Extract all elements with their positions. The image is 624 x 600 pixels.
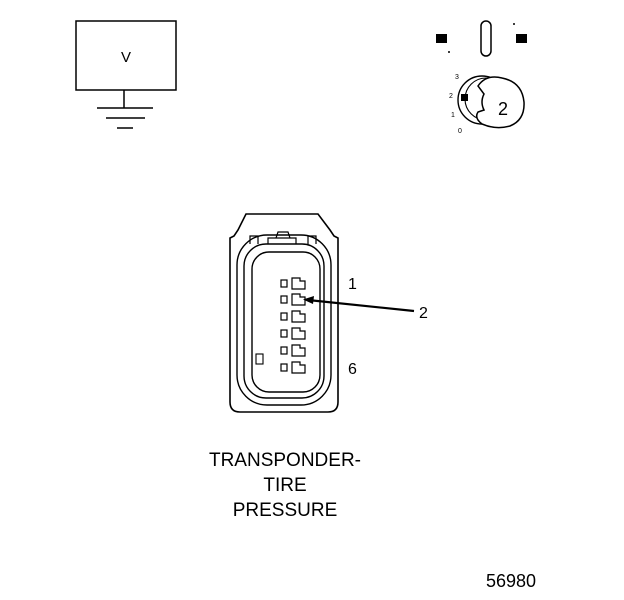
switch-position-label: 1 bbox=[451, 112, 455, 119]
key-position-label: 2 bbox=[498, 99, 508, 119]
switch-position-label: 0 bbox=[458, 128, 462, 135]
connector-pin-1 bbox=[280, 277, 306, 290]
switch-position-label: 3 bbox=[455, 74, 459, 81]
ground-icon bbox=[97, 90, 153, 129]
connector-pin-5 bbox=[280, 344, 306, 357]
connector-pin-4 bbox=[280, 327, 306, 340]
caption-line: PRESSURE bbox=[232, 500, 338, 521]
connector-pin-2 bbox=[280, 293, 306, 306]
pin-label-last: 6 bbox=[348, 361, 357, 378]
connector-pin-6 bbox=[280, 361, 306, 374]
voltmeter-label: V bbox=[121, 49, 131, 66]
connector-pin-3 bbox=[280, 310, 306, 323]
connector-transponder-tire-pressure: 1 6 2 bbox=[229, 213, 428, 413]
connector-pins bbox=[280, 277, 306, 374]
caption-line: TIRE bbox=[263, 475, 307, 496]
figure-number: 56980 bbox=[486, 571, 537, 591]
voltmeter-symbol: V bbox=[75, 20, 177, 129]
ignition-switch-icon: 3 2 1 0 2 bbox=[436, 20, 527, 135]
pin-label-first: 1 bbox=[348, 276, 357, 293]
switch-position-label: 2 bbox=[449, 93, 453, 100]
caption-line: TRANSPONDER- bbox=[208, 450, 361, 471]
connector-caption: TRANSPONDER- TIRE PRESSURE bbox=[180, 448, 390, 523]
callout-arrow bbox=[303, 296, 415, 313]
callout-pin-label: 2 bbox=[419, 305, 428, 322]
